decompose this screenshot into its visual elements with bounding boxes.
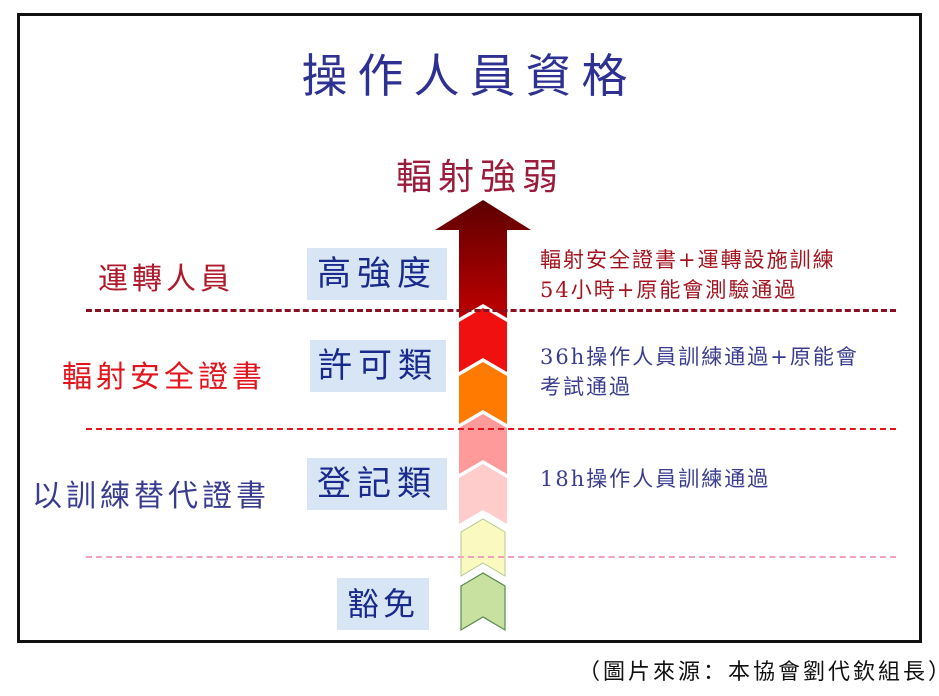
requirement-license-line1: 36h操作人員訓練通過+原能會 bbox=[540, 345, 859, 369]
chevron-green bbox=[460, 572, 506, 632]
role-radiation-safety-cert: 輻射安全證書 bbox=[62, 360, 266, 395]
level-high-intensity: 高強度 bbox=[307, 248, 447, 300]
chevron-yellow bbox=[460, 518, 506, 577]
arrow-head-segment bbox=[435, 200, 531, 318]
page-title: 操作人員資格 bbox=[301, 49, 638, 103]
requirement-high-line1: 輻射安全證書+運轉設施訓練 bbox=[540, 248, 836, 272]
divider-high bbox=[86, 309, 896, 312]
level-exempt: 豁免 bbox=[337, 578, 429, 630]
chevron-red bbox=[459, 308, 507, 372]
radiation-strength-label: 輻射強弱 bbox=[395, 157, 564, 198]
role-operator: 運轉人員 bbox=[98, 262, 234, 297]
divider-license bbox=[86, 428, 896, 430]
divider-registration bbox=[86, 556, 896, 558]
image-source-caption: （圖片來源：本協會劉代欽組長） bbox=[578, 660, 939, 685]
requirement-high-line2: 54小時+原能會測驗通過 bbox=[540, 278, 798, 302]
requirement-license-line2: 考試通過 bbox=[540, 375, 632, 399]
requirement-registration: 18h操作人員訓練通過 bbox=[540, 467, 771, 491]
role-training-instead-of-cert: 以訓練替代證書 bbox=[32, 479, 270, 514]
chevron-orange bbox=[459, 362, 507, 424]
level-registration: 登記類 bbox=[307, 458, 447, 510]
level-license: 許可類 bbox=[310, 340, 446, 392]
chevron-pink-light bbox=[459, 464, 507, 524]
